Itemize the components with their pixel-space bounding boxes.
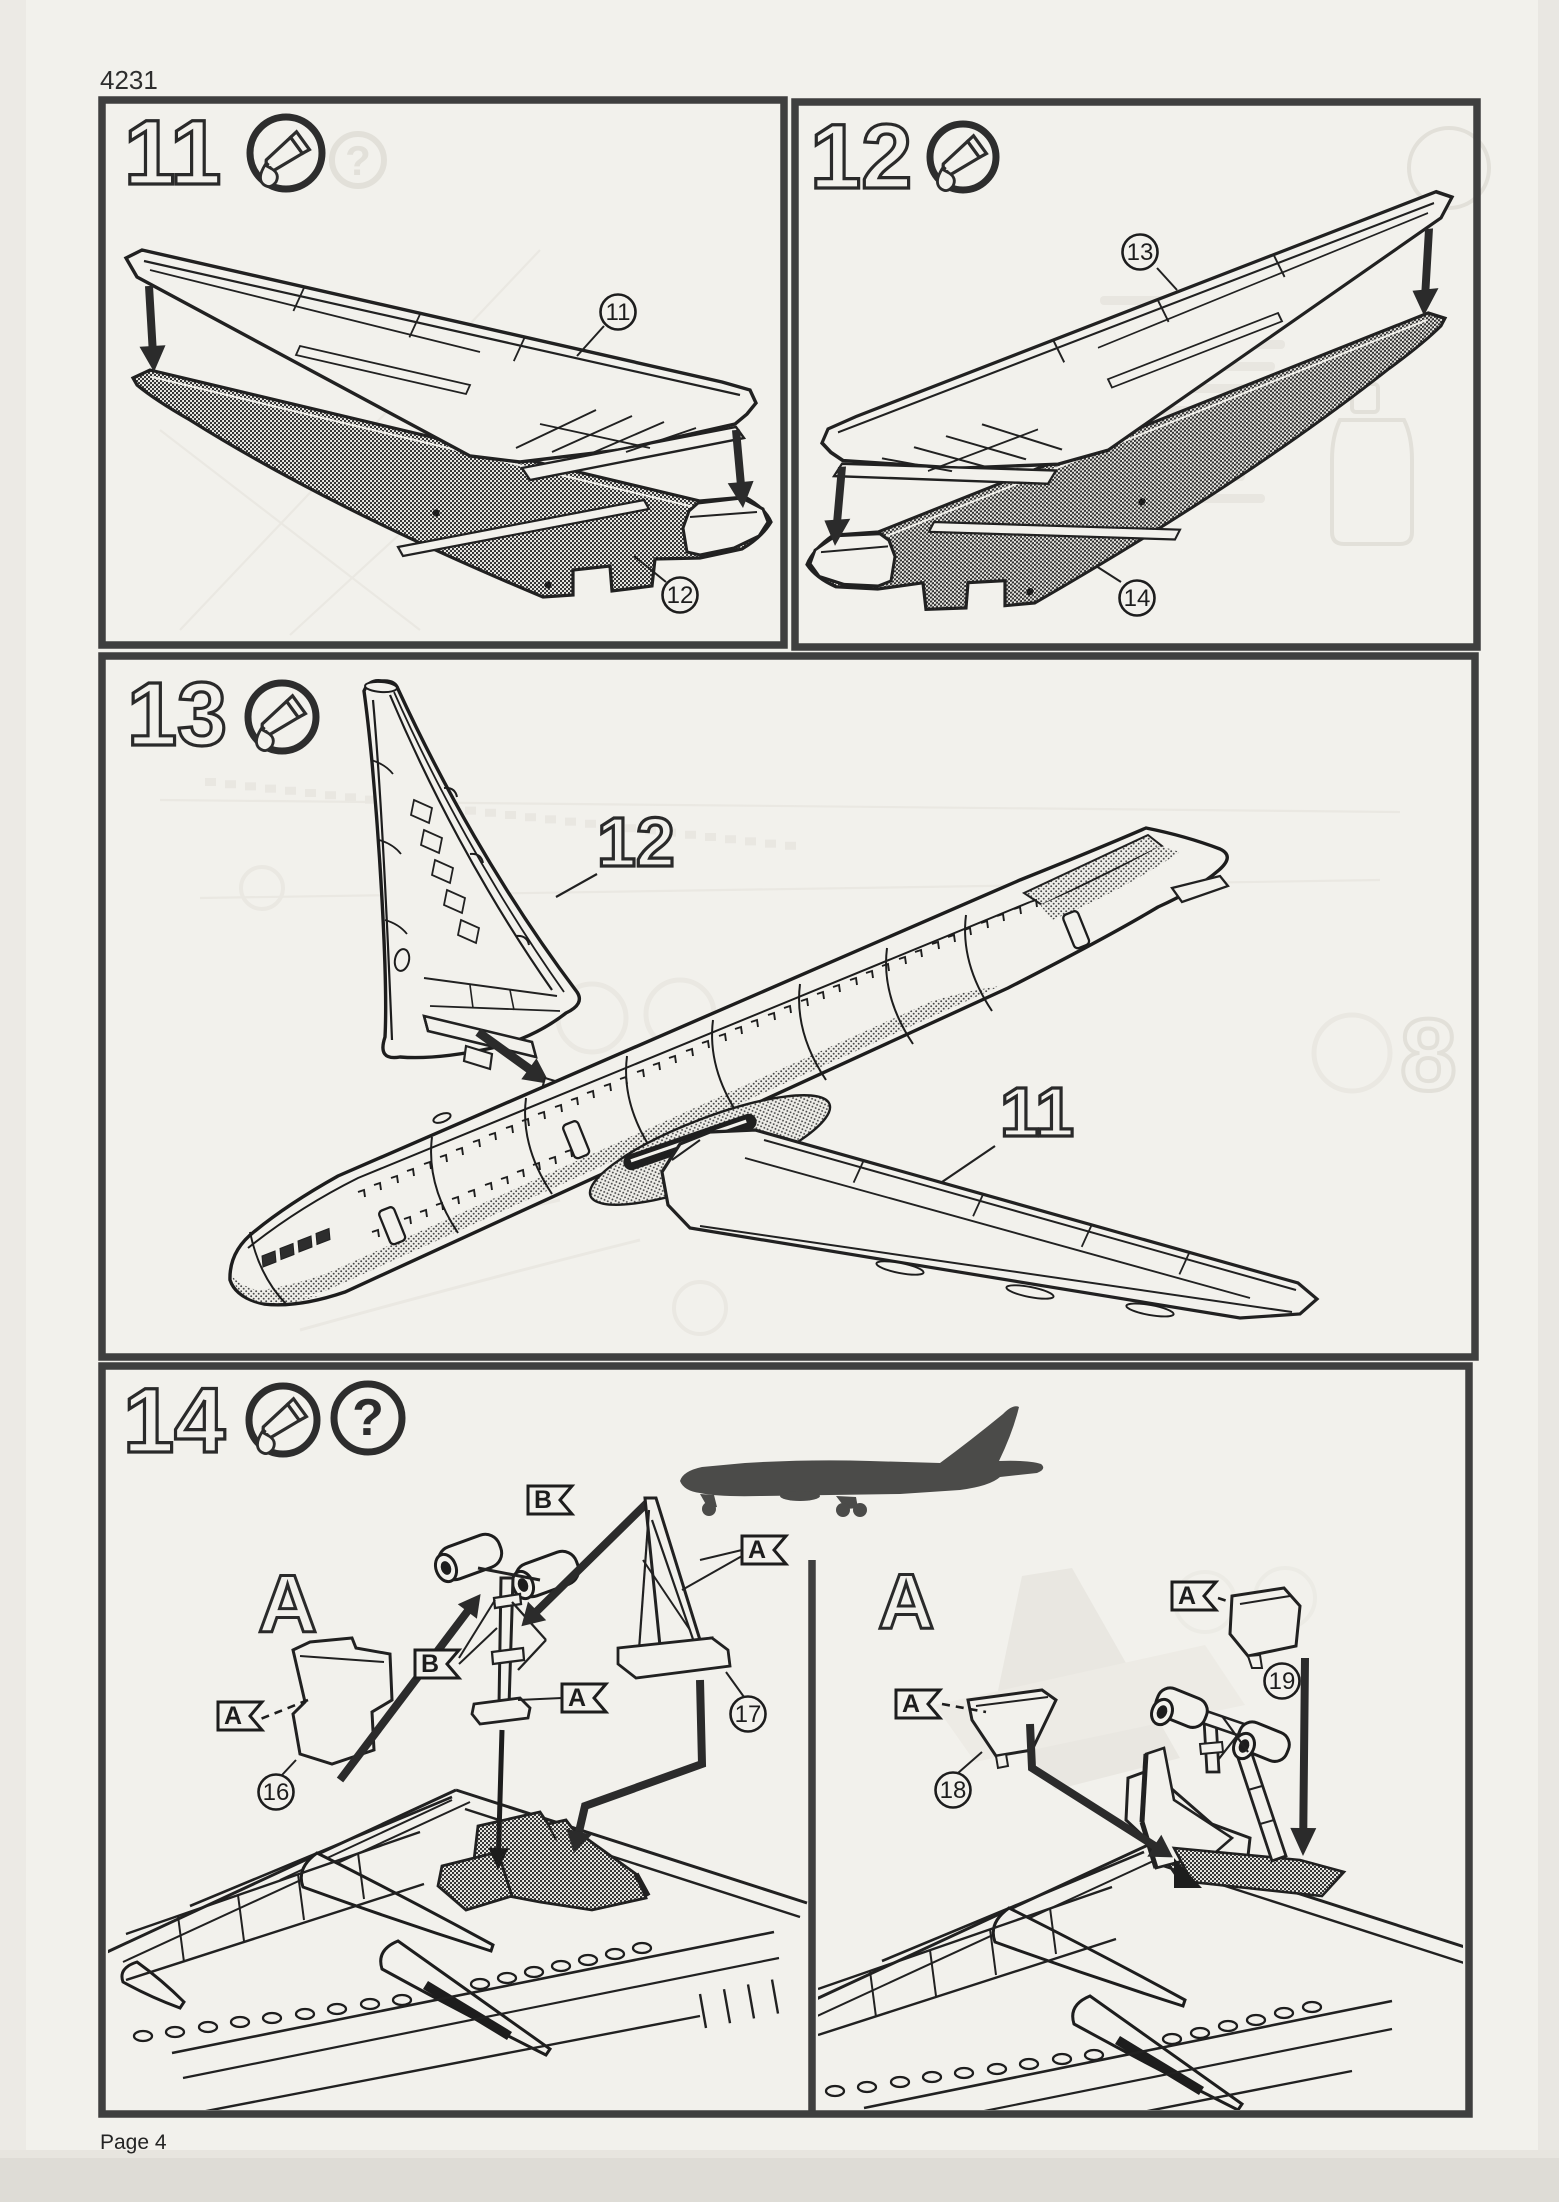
svg-text:A: A <box>258 1559 317 1650</box>
svg-text:A: A <box>224 1702 242 1730</box>
svg-text:B: B <box>534 1486 552 1514</box>
svg-text:13: 13 <box>1127 239 1154 266</box>
svg-text:?: ? <box>345 137 371 184</box>
svg-text:11: 11 <box>124 102 221 204</box>
svg-text:Page 4: Page 4 <box>100 2131 167 2154</box>
svg-text:19: 19 <box>1269 1668 1296 1695</box>
svg-text:14: 14 <box>1124 585 1151 612</box>
svg-text:B: B <box>421 1650 439 1678</box>
svg-text:A: A <box>902 1690 920 1718</box>
svg-text:18: 18 <box>940 1777 967 1804</box>
svg-text:A: A <box>568 1684 586 1712</box>
svg-text:11: 11 <box>1000 1073 1074 1151</box>
svg-text:11: 11 <box>606 299 631 326</box>
svg-text:12: 12 <box>597 803 675 881</box>
svg-text:8: 8 <box>1400 998 1457 1112</box>
svg-text:17: 17 <box>735 1701 762 1728</box>
svg-text:?: ? <box>352 1389 384 1447</box>
svg-text:A: A <box>878 1557 934 1645</box>
svg-text:12: 12 <box>810 106 912 208</box>
svg-text:13: 13 <box>127 665 227 765</box>
svg-text:16: 16 <box>263 1779 290 1806</box>
svg-text:A: A <box>748 1536 766 1564</box>
svg-text:4231: 4231 <box>100 65 158 95</box>
svg-text:12: 12 <box>667 582 694 609</box>
svg-text:14: 14 <box>123 1370 225 1472</box>
svg-text:A: A <box>1178 1582 1196 1610</box>
